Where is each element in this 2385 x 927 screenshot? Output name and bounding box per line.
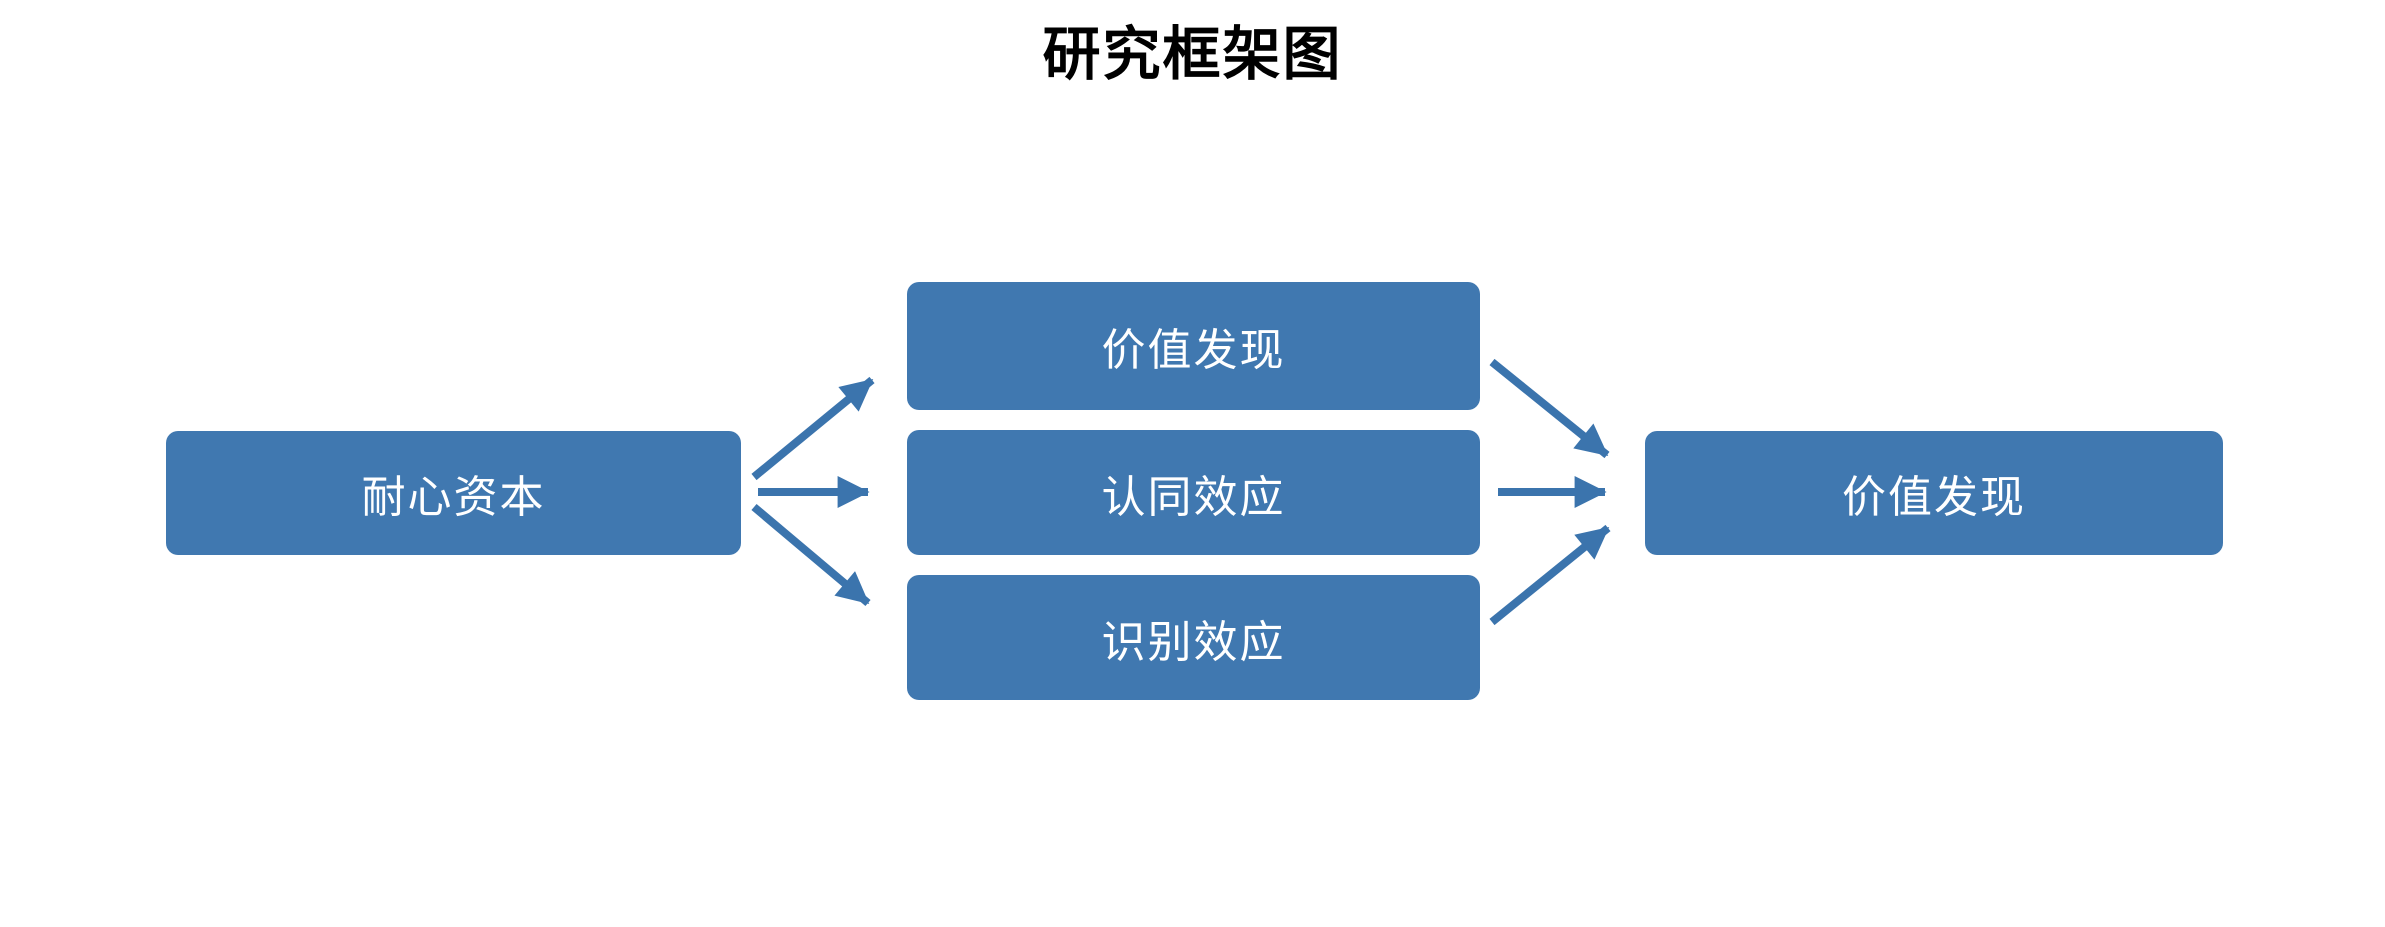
node-value-discovery-mediator: 价值发现 (907, 282, 1480, 410)
node-label: 认同效应 (1101, 472, 1286, 522)
node-recognition-effect: 识别效应 (907, 575, 1480, 700)
arrow-value-discovery-to-outcome (1489, 358, 1610, 459)
node-label: 价值发现 (1842, 473, 2026, 522)
node-label: 识别效应 (1101, 617, 1286, 667)
arrow-source-to-recognition-effect (751, 503, 871, 607)
node-patient-capital: 耐心资本 (166, 431, 741, 555)
node-value-discovery-outcome: 价值发现 (1645, 431, 2223, 555)
node-label: 耐心资本 (361, 473, 546, 522)
diagram-title: 研究框架图 (1042, 22, 1343, 87)
arrow-recognition-effect-to-outcome (1489, 524, 1611, 626)
node-identification-effect: 认同效应 (907, 430, 1480, 555)
arrow-source-to-value-discovery (751, 376, 875, 481)
node-label: 价值发现 (1101, 326, 1286, 375)
